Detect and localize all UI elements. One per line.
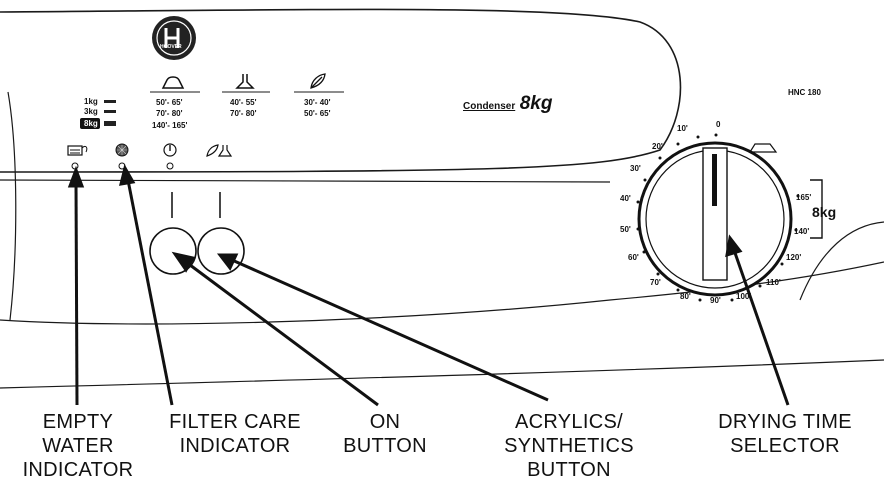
dial-label-90: 90' (710, 296, 721, 305)
dial-label-120: 120' (786, 253, 802, 262)
delicate-icon (310, 73, 326, 89)
delicate-time-2: 50'- 65' (304, 109, 331, 118)
empty-water-icon (67, 145, 88, 156)
condenser-badge: Condenser 8kg (463, 93, 552, 115)
indicator-symbols (67, 143, 233, 170)
caption-on-button-line-1: ON (369, 411, 401, 433)
caption-acrylics-line-2: SYNTHETICS (504, 435, 634, 457)
load-size-2: 3kg (84, 107, 98, 116)
caption-drying-time-line-1: DRYING TIME (718, 411, 852, 433)
dial-label-70: 70' (650, 278, 661, 287)
caption-filter-care: FILTER CARE INDICATOR (160, 410, 310, 458)
empty-water-arrow (74, 181, 79, 406)
acrylics-icon (206, 144, 233, 157)
synthetic-time-1: 40'- 55' (230, 98, 257, 107)
condenser-label: Condenser (463, 101, 516, 112)
caption-drying-time-line-2: SELECTOR (730, 435, 840, 457)
logo-text: HOOVER (160, 44, 182, 50)
cotton-time-1: 50'- 65' (156, 98, 183, 107)
dial-capacity: 8kg (812, 204, 837, 220)
dial-label-165: 165' (796, 193, 812, 202)
caption-empty-water-line-3: INDICATOR (22, 459, 134, 481)
on-icon (163, 143, 177, 157)
filter-care-icon (115, 143, 129, 157)
dial-label-40: 40' (620, 194, 631, 203)
condenser-capacity: 8kg (519, 93, 553, 114)
load-size-1: 1kg (84, 97, 98, 106)
drying-time-arrow (732, 249, 790, 406)
hoover-logo (152, 16, 196, 60)
dial-label-140: 140' (794, 227, 810, 236)
caption-on-button-line-2: BUTTON (343, 435, 427, 457)
dial-label-0: 0 (716, 120, 721, 129)
on-button-arrow (185, 260, 379, 407)
delicate-time-1: 30'- 40' (304, 98, 331, 107)
caption-filter-care-line-1: FILTER CARE (169, 411, 301, 433)
caption-filter-care-line-2: INDICATOR (179, 435, 291, 457)
cotton-icon (161, 76, 185, 89)
dial-label-110: 110' (766, 278, 781, 287)
model-number: HNC 180 (788, 88, 821, 97)
dial-label-10: 10' (677, 124, 688, 133)
load-size-3: 8kg (84, 119, 98, 128)
caption-acrylics-line-3: BUTTON (527, 459, 611, 481)
dial-label-60: 60' (628, 253, 639, 262)
dial-label-80: 80' (680, 292, 691, 301)
caption-acrylics-button: ACRYLICS/ SYNTHETICS BUTTON (494, 410, 644, 482)
acrylics-arrow (231, 258, 549, 402)
drying-time-dial[interactable] (600, 104, 840, 314)
caption-drying-time: DRYING TIME SELECTOR (700, 410, 870, 458)
caption-empty-water-line-2: WATER (42, 435, 114, 457)
dial-label-30: 30' (630, 164, 641, 173)
cotton-time-3: 140'- 165' (152, 121, 188, 130)
caption-empty-water: EMPTY WATER INDICATOR (8, 410, 148, 482)
synthetic-icon (235, 74, 255, 89)
dial-label-100: 100' (736, 292, 752, 301)
synthetic-time-2: 70'- 80' (230, 109, 257, 118)
cotton-time-2: 70'- 80' (156, 109, 183, 118)
caption-on-button: ON BUTTON (330, 410, 440, 458)
dial-label-50: 50' (620, 225, 631, 234)
filter-care-arrow (126, 179, 174, 406)
dial-label-20: 20' (652, 142, 663, 151)
caption-empty-water-line-1: EMPTY (42, 411, 114, 433)
caption-acrylics-line-1: ACRYLICS/ (515, 411, 623, 433)
